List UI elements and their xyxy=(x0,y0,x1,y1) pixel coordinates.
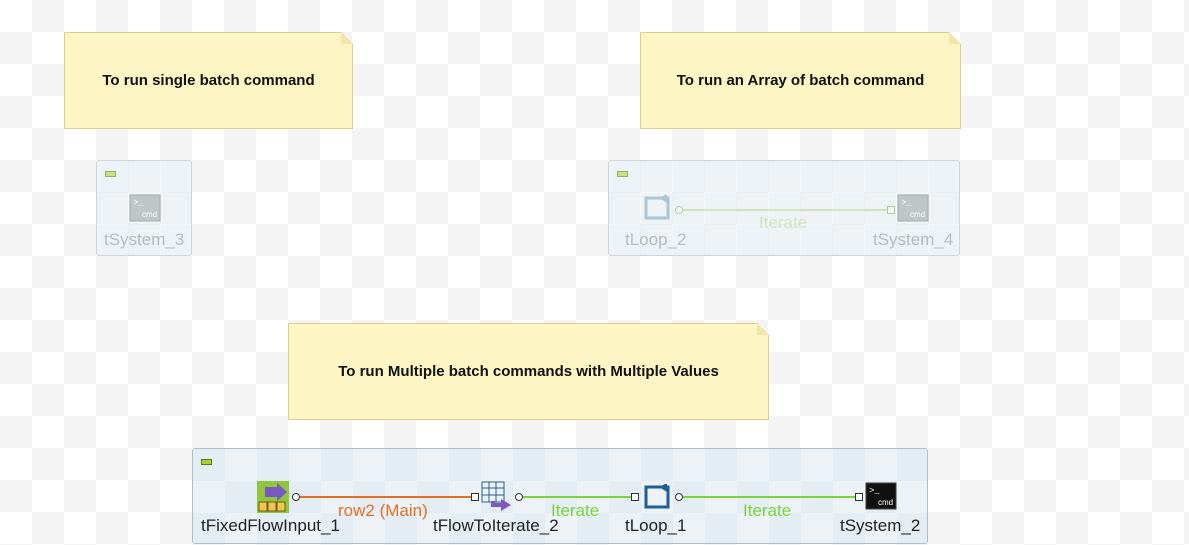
cmd-icon[interactable]: >_ cmd xyxy=(865,482,897,510)
link-label[interactable]: Iterate xyxy=(743,501,792,520)
iterate-link[interactable] xyxy=(609,161,961,257)
svg-text:cmd: cmd xyxy=(878,498,893,507)
subjob-collapse-toggle[interactable] xyxy=(201,459,212,465)
component-label[interactable]: tLoop_2 xyxy=(625,230,687,249)
link-label[interactable]: Iterate xyxy=(759,213,808,232)
svg-text:cmd: cmd xyxy=(910,210,925,219)
subjob-collapse-toggle[interactable] xyxy=(617,171,628,177)
component-label[interactable]: tSystem_3 xyxy=(104,230,185,249)
link-label[interactable]: row2 (Main) xyxy=(338,501,428,520)
svg-text:>_: >_ xyxy=(133,198,144,208)
fixed-flow-input-icon[interactable] xyxy=(257,481,289,513)
note-text: To run an Array of batch command xyxy=(676,72,925,89)
note-text: To run Multiple batch commands with Mult… xyxy=(338,363,719,380)
subjob-single[interactable]: >_ cmd tSystem_3 xyxy=(96,160,192,256)
note-fold xyxy=(757,323,769,335)
output-port[interactable] xyxy=(675,206,683,214)
note-multiple-batch[interactable]: To run Multiple batch commands with Mult… xyxy=(288,323,769,420)
component-label[interactable]: tSystem_2 xyxy=(840,516,921,535)
loop-icon[interactable] xyxy=(643,194,675,223)
component-label[interactable]: tFlowToIterate_2 xyxy=(433,516,559,535)
subjob-collapse-toggle[interactable] xyxy=(105,171,116,177)
component-label[interactable]: tSystem_4 xyxy=(873,230,954,249)
output-port[interactable] xyxy=(292,493,300,501)
input-port[interactable] xyxy=(471,493,479,501)
component-label[interactable]: tFixedFlowInput_1 xyxy=(201,516,340,535)
input-port[interactable] xyxy=(855,493,863,501)
flow-to-iterate-icon[interactable] xyxy=(481,481,513,511)
svg-text:cmd: cmd xyxy=(142,210,157,219)
link-label[interactable]: Iterate xyxy=(551,501,600,520)
output-port[interactable] xyxy=(515,493,523,501)
cmd-icon[interactable]: >_ cmd xyxy=(897,194,929,222)
note-single-batch[interactable]: To run single batch command xyxy=(64,32,353,129)
input-port[interactable] xyxy=(631,493,639,501)
note-array-batch[interactable]: To run an Array of batch command xyxy=(640,32,961,129)
svg-text:>_: >_ xyxy=(869,486,880,496)
job-links xyxy=(300,496,859,498)
subjob-array[interactable]: Iterate >_ cmd tLoop_2 tSystem_4 xyxy=(608,160,960,256)
input-port[interactable] xyxy=(887,206,895,214)
cmd-icon[interactable]: >_ cmd xyxy=(129,194,161,222)
subjob-multiple[interactable]: tFixedFlowInput_1 row2 (Main) tFlowToIte… xyxy=(192,448,928,544)
component-label[interactable]: tLoop_1 xyxy=(625,516,687,535)
note-text: To run single batch command xyxy=(102,72,315,89)
loop-icon[interactable] xyxy=(643,483,675,512)
output-port[interactable] xyxy=(675,493,683,501)
note-fold xyxy=(341,32,353,44)
note-fold xyxy=(949,32,961,44)
svg-text:>_: >_ xyxy=(901,198,912,208)
